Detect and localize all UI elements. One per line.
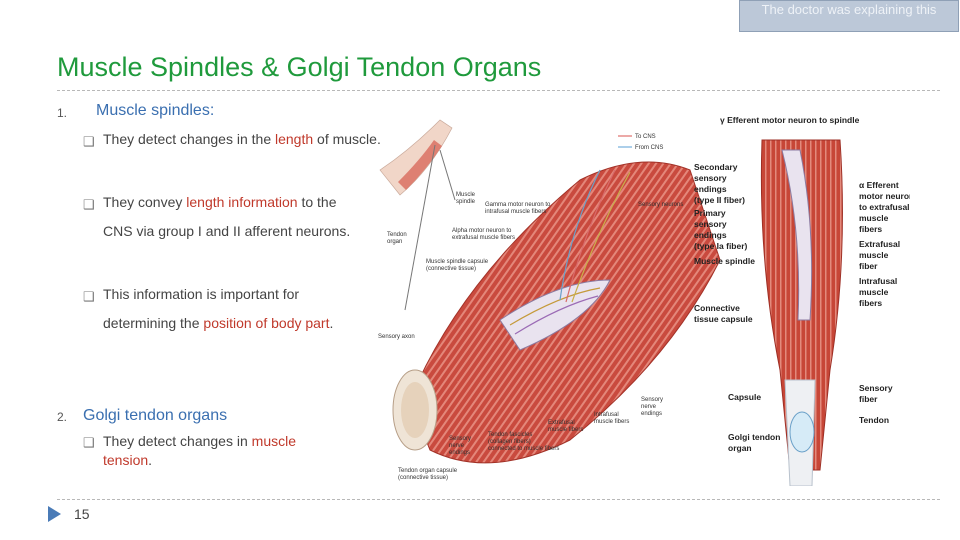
bottom-divider [57,499,940,500]
top-divider [57,90,940,91]
play-arrow-icon [48,506,61,522]
section-heading-golgi: Golgi tendon organs [83,407,228,424]
bullet-icon: ❑ [83,197,95,212]
bullet-text-4: They detect changes in muscle tension. [103,432,343,470]
bullet-text-3-a: This information is important for determ… [103,286,300,331]
bullet-text-3-highlight: position of body part [203,315,330,331]
label-tendon-fascicles: Tendon fascicles(collagen fibers)connect… [488,432,559,452]
bullet-icon: ❑ [83,134,95,149]
slide-title: Muscle Spindles & Golgi Tendon Organs [57,52,542,82]
tendon-fascicles [401,382,429,438]
label-tendon-organ-capsule: Tendon organ capsule(connective tissue) [398,468,458,481]
biceps-sketch [398,140,442,190]
bullet-text-1-a: They detect changes in the [103,131,275,147]
bullet-text-3: This information is important for determ… [103,280,353,338]
bullet-text-1: They detect changes in the length of mus… [103,125,403,154]
bullet-icon: ❑ [83,289,95,304]
nerve-fiber [565,169,616,303]
bullet-text-2-a: They convey [103,194,187,210]
bullet-text-1-highlight: length [275,131,314,147]
callout-line [439,149,456,201]
spindle-closeup-capsule [781,149,813,321]
callout-line [404,144,436,311]
label-from-cns: From CNS [635,145,663,151]
bullet-text-4-a: They detect changes in [103,433,252,449]
label-gamma-efferent: γ Efferent motor neuron to spindle [720,115,860,125]
label-sensory-neurons: Sensory neurons [638,202,683,208]
bullet-icon: ❑ [83,435,95,450]
bullet-text-2-c: to the CNS via group I and II afferent n… [103,194,351,239]
section-number-2: 2. [57,410,68,424]
bullet-text-2-highlight: length information [186,194,298,210]
section-heading-muscle-spindles: Muscle spindles: [96,102,215,119]
nerve-fiber [559,169,601,301]
bullet-text-1-c: of muscle. [313,131,381,147]
spindle-fiber [509,287,601,326]
bullet-text-4-c: . [148,452,153,468]
label-to-cns: To CNS [635,134,656,140]
slide-number: 15 [74,506,90,522]
bullet-text-2: They convey length information to the CN… [103,188,368,246]
section-number-1: 1. [57,106,68,120]
label-spindle-capsule: Muscle spindle capsule(connective tissue… [426,259,489,272]
spindle-capsule [499,279,611,351]
spindle-fiber [514,295,599,335]
annotation-note: The doctor was explaining this [739,0,959,32]
label-sensory-axon: Sensory axon [378,334,415,340]
label-tendon: Tendon [859,415,889,425]
golgi-organ-closeup [789,411,815,453]
bullet-text-3-c: . [329,315,334,331]
label-capsule: Capsule [728,392,761,402]
label-muscle-spindle-closeup: Muscle spindle [694,256,755,266]
bullet-text-4-highlight: muscle tension [103,433,297,468]
nerve-fiber [571,171,631,303]
arm-sketch [379,119,453,196]
